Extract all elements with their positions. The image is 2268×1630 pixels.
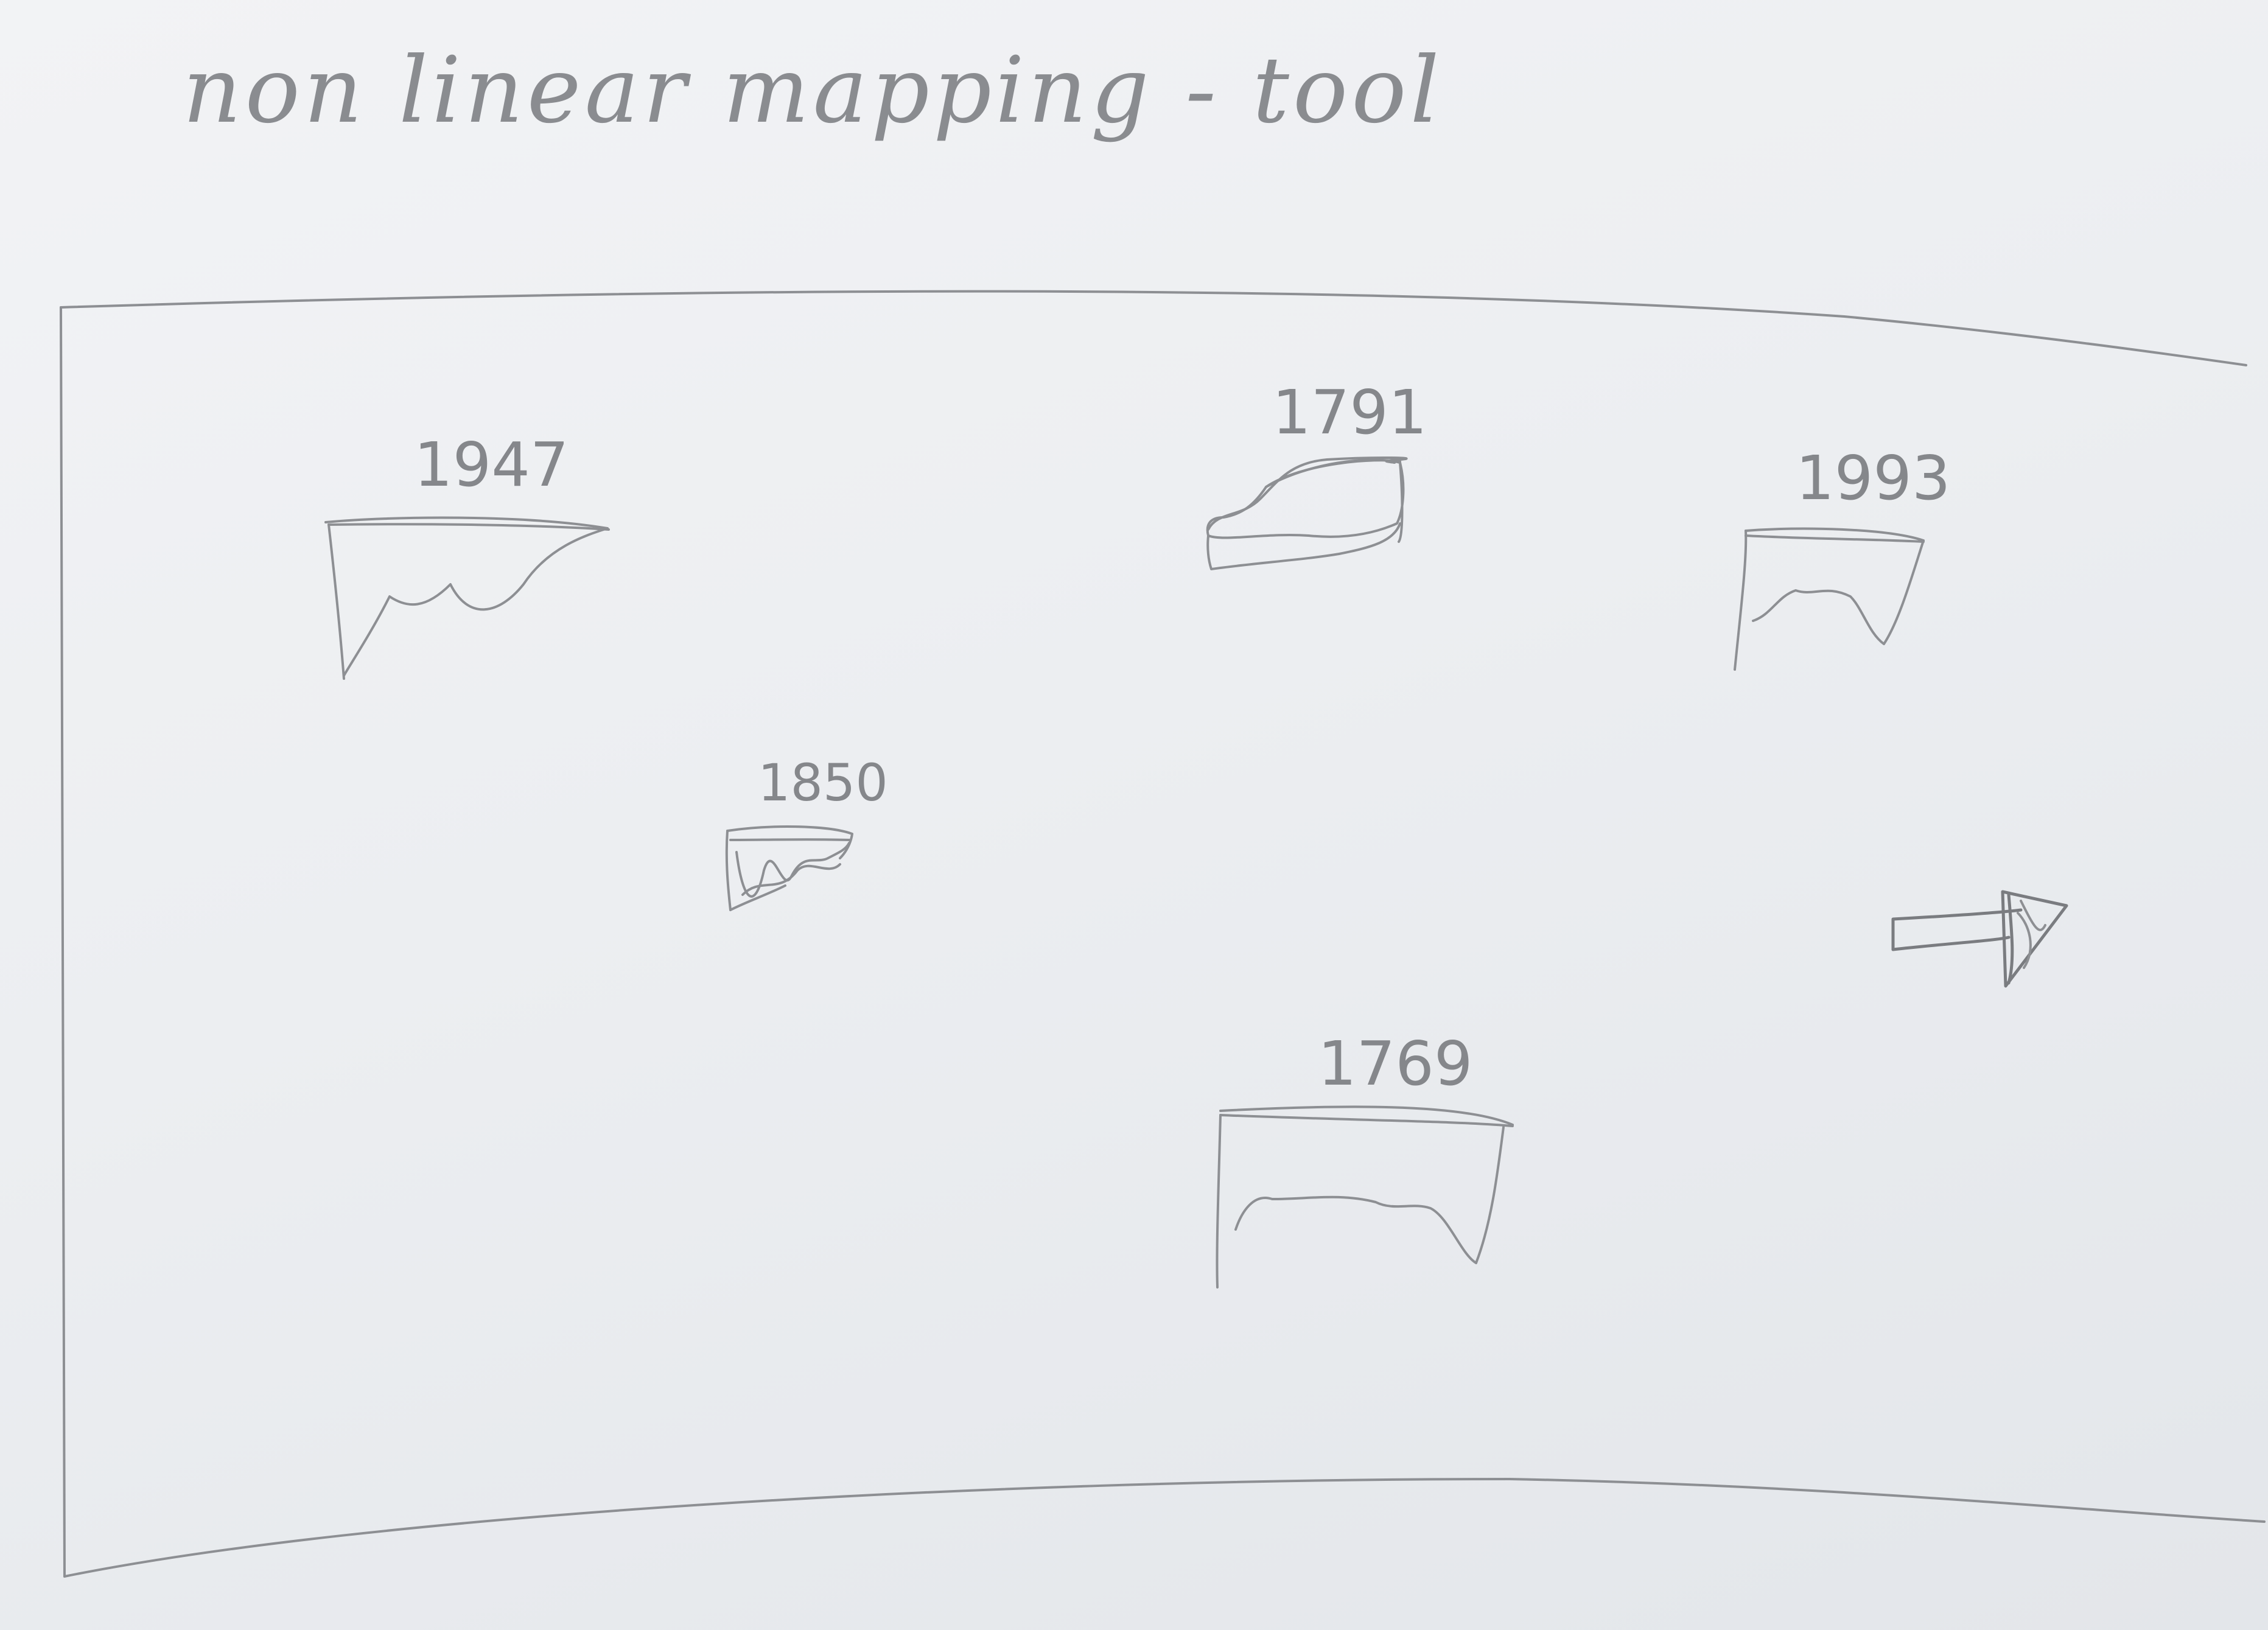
map-marker-1993[interactable]: 1993 [1734,442,1951,671]
marker-year-label: 1947 [414,429,569,500]
map-marker-1850[interactable]: 1850 [725,753,888,911]
map-marker-1947[interactable]: 1947 [324,429,610,680]
map-marker-1791[interactable]: 1791 [1206,377,1427,570]
marker-year-label: 1993 [1796,442,1951,514]
arrow-right-icon[interactable] [1891,890,2068,988]
map-marker-1769[interactable]: 1769 [1216,1028,1514,1289]
marker-year-label: 1791 [1272,377,1427,448]
map-frame [60,290,2266,1578]
page-title: non linear mapping - tool [183,38,1443,144]
marker-year-label: 1850 [758,753,888,813]
marker-year-label: 1769 [1318,1028,1473,1099]
